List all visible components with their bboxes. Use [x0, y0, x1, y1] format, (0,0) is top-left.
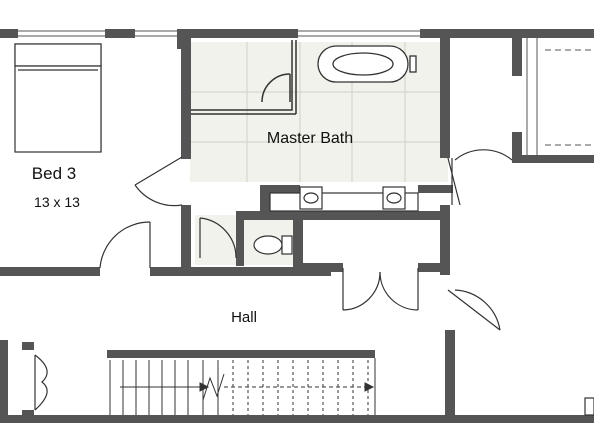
- bed: [14, 43, 102, 153]
- windows: [18, 30, 594, 155]
- hall-label: Hall: [231, 309, 257, 326]
- staircase: [109, 358, 376, 415]
- vanity-sinks: [269, 186, 419, 212]
- bed3-size-label: 13 x 13: [34, 194, 80, 210]
- bed3-label: Bed 3: [32, 164, 76, 183]
- master-bath-label: Master Bath: [267, 130, 353, 147]
- bathtub: [317, 45, 417, 83]
- walls: [0, 29, 594, 423]
- shower: [191, 40, 297, 115]
- doors: [34, 149, 594, 416]
- toilet: [253, 235, 293, 255]
- master-bath-floor: [190, 42, 448, 265]
